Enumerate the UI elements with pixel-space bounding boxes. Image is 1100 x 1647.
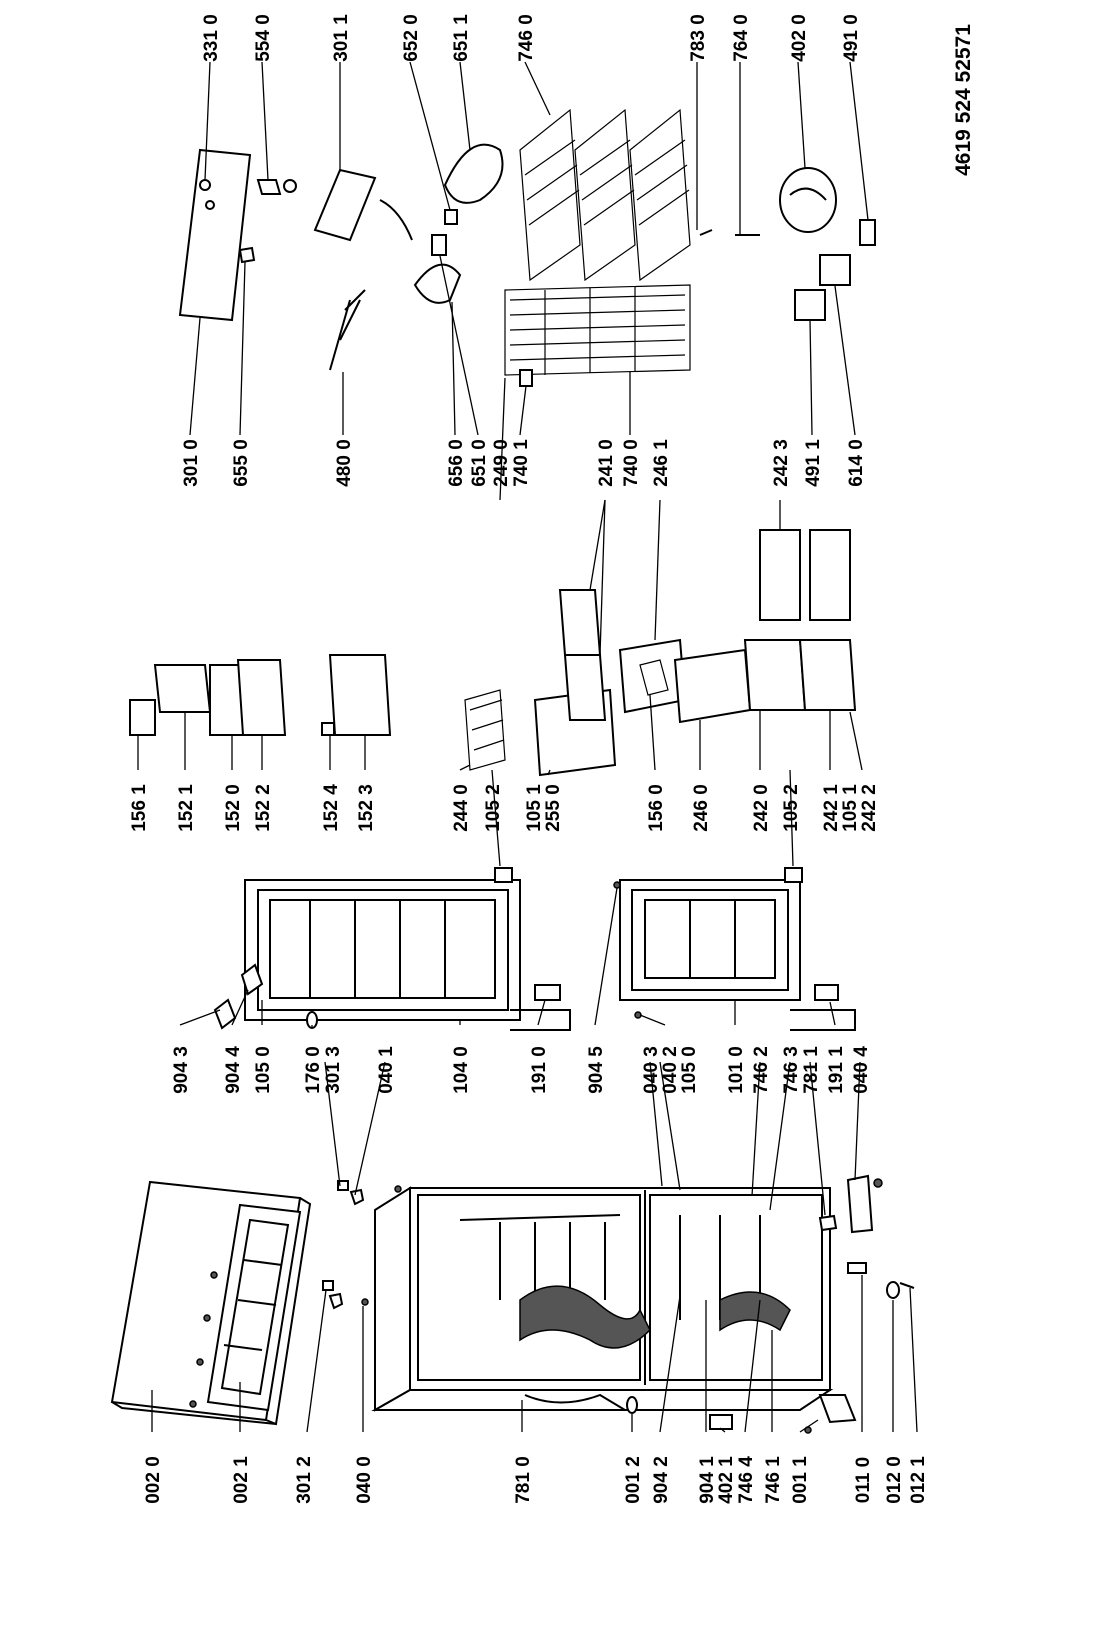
label-241-0: 241 0 — [596, 439, 617, 487]
part-cabinet — [361, 1185, 834, 1412]
label-746-4: 746 4 — [736, 1456, 757, 1504]
label-904-3: 904 3 — [171, 1046, 192, 1094]
part-fridge-shelves — [618, 638, 752, 724]
label-012-1: 012 1 — [908, 1456, 929, 1504]
label-242-0: 242 0 — [751, 784, 772, 832]
label-242-1: 242 1 — [821, 784, 842, 832]
label-651-0: 651 0 — [469, 439, 490, 487]
label-001-1: 001 1 — [790, 1456, 811, 1504]
label-255-0: 255 0 — [543, 784, 564, 832]
label-105-1b: 105 1 — [840, 784, 861, 832]
label-152-2: 152 2 — [253, 784, 274, 832]
label-740-1: 740 1 — [511, 439, 532, 487]
part-clips-top — [322, 1180, 365, 1310]
label-651-1: 651 1 — [451, 14, 472, 62]
document-number: 4619 524 52571 — [952, 24, 975, 176]
part-freezer-door — [213, 867, 571, 1031]
label-740-0: 740 0 — [621, 439, 642, 487]
label-301-1: 301 1 — [331, 14, 352, 62]
part-freezer-shelves — [464, 589, 617, 777]
label-249-0: 249 0 — [491, 439, 512, 487]
label-656-0: 656 0 — [446, 439, 467, 487]
label-746-3: 746 3 — [781, 1046, 802, 1094]
label-655-0: 655 0 — [231, 439, 252, 487]
label-554-0: 554 0 — [253, 14, 274, 62]
label-176-0: 176 0 — [303, 1046, 324, 1094]
label-001-2: 001 2 — [623, 1456, 644, 1504]
part-crisper-drawers — [743, 529, 857, 711]
label-491-1: 491 1 — [803, 439, 824, 487]
label-191-0: 191 0 — [529, 1046, 550, 1094]
label-480-0: 480 0 — [334, 439, 355, 487]
label-242-2: 242 2 — [859, 784, 880, 832]
label-402-0: 402 0 — [789, 14, 810, 62]
label-244-0: 244 0 — [451, 784, 472, 832]
label-783-0: 783 0 — [688, 14, 709, 62]
label-904-1: 904 1 — [697, 1456, 718, 1504]
label-152-0: 152 0 — [223, 784, 244, 832]
label-904-5: 904 5 — [586, 1046, 607, 1094]
label-764-0: 764 0 — [731, 14, 752, 62]
label-040-1: 040 1 — [376, 1046, 397, 1094]
label-746-0: 746 0 — [516, 14, 537, 62]
label-101-0: 101 0 — [726, 1046, 747, 1094]
label-105-0b: 105 0 — [679, 1046, 700, 1094]
label-904-4: 904 4 — [223, 1046, 244, 1094]
leader-lines — [137, 61, 918, 1433]
label-904-2: 904 2 — [651, 1456, 672, 1504]
label-040-4: 040 4 — [851, 1046, 872, 1094]
part-worktop-frame — [206, 1203, 302, 1412]
label-746-2: 746 2 — [751, 1046, 772, 1094]
label-105-1a: 105 1 — [524, 784, 545, 832]
part-evaporator-grid — [519, 108, 691, 282]
label-301-2: 301 2 — [294, 1456, 315, 1504]
label-011-0: 011 0 — [853, 1457, 874, 1504]
label-746-1: 746 1 — [763, 1456, 784, 1504]
label-242-3: 242 3 — [771, 439, 792, 487]
label-105-2a: 105 2 — [483, 784, 504, 832]
label-012-0: 012 0 — [884, 1456, 905, 1504]
label-152-4: 152 4 — [321, 784, 342, 832]
label-781-0: 781 0 — [513, 1456, 534, 1504]
label-156-0: 156 0 — [646, 784, 667, 832]
label-040-0: 040 0 — [354, 1456, 375, 1504]
label-002-1: 002 1 — [231, 1456, 252, 1504]
label-402-1: 402 1 — [716, 1456, 737, 1504]
label-104-0: 104 0 — [451, 1046, 472, 1094]
part-door-balconies — [129, 654, 392, 736]
label-152-3: 152 3 — [356, 784, 377, 832]
label-156-1: 156 1 — [129, 784, 150, 832]
label-105-0a: 105 0 — [253, 1046, 274, 1094]
part-lamp-assembly — [413, 143, 504, 304]
label-246-1: 246 1 — [651, 439, 672, 487]
label-191-1: 191 1 — [826, 1046, 847, 1094]
part-control-panel — [178, 148, 297, 322]
part-condenser-grid — [504, 284, 691, 387]
label-040-3: 040 3 — [641, 1046, 662, 1094]
part-compressor — [699, 167, 876, 321]
part-glass-and-wiring — [313, 168, 413, 371]
label-152-1: 152 1 — [176, 784, 197, 832]
part-gasket-and-fittings — [524, 1174, 915, 1434]
label-331-0: 331 0 — [201, 14, 222, 62]
label-301-3: 301 3 — [323, 1046, 344, 1094]
label-040-2: 040 2 — [660, 1046, 681, 1094]
label-105-2b: 105 2 — [781, 784, 802, 832]
label-614-0: 614 0 — [846, 439, 867, 487]
label-781-1: 781 1 — [801, 1046, 822, 1094]
label-491-0: 491 0 — [841, 14, 862, 62]
label-246-0: 246 0 — [691, 784, 712, 832]
label-652-0: 652 0 — [401, 14, 422, 62]
label-002-0: 002 0 — [143, 1456, 164, 1504]
label-301-0: 301 0 — [181, 439, 202, 487]
part-fridge-door — [613, 867, 856, 1031]
